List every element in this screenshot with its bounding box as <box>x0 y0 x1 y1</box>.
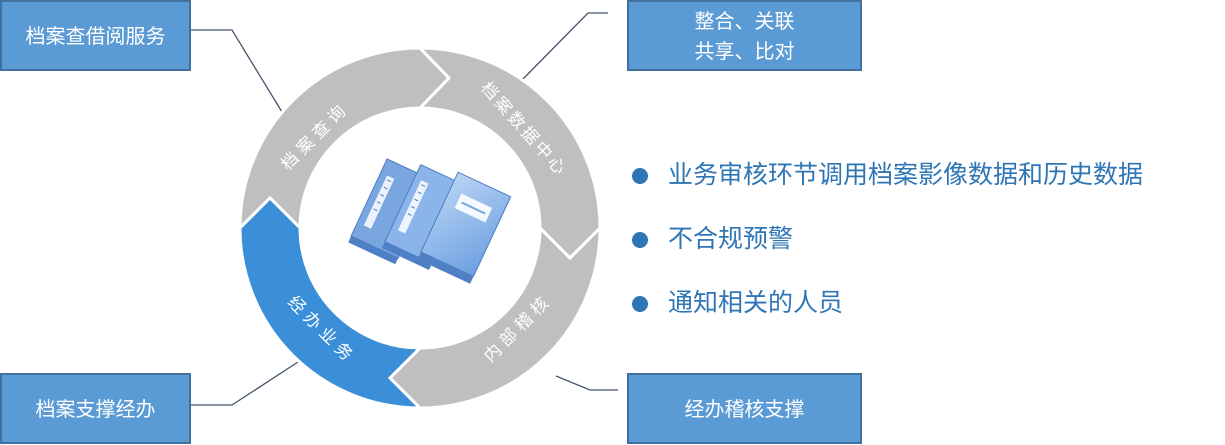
bullet-text: 通知相关的人员 <box>668 288 844 317</box>
bullet-text: 不合规预警 <box>668 224 794 253</box>
connector-line-top-left <box>191 29 283 113</box>
archive-folders-icon <box>348 158 512 284</box>
service-box-archive-lending-label: 档案查借阅服务 <box>25 23 166 48</box>
audit-support-box-label: 经办稽核支撑 <box>684 396 805 421</box>
connector-line-top-right <box>519 12 608 83</box>
bullet-item: 不合规预警 <box>630 219 1143 283</box>
bullet-dot-icon <box>632 168 648 184</box>
integration-box-line-1: 整合、关联 <box>694 8 795 33</box>
bullet-item: 通知相关的人员 <box>630 283 1143 347</box>
connector-line-bottom-left <box>191 361 299 406</box>
bullet-item: 业务审核环节调用档案影像数据和历史数据 <box>630 155 1143 219</box>
bullet-list: 业务审核环节调用档案影像数据和历史数据 不合规预警 通知相关的人员 <box>630 155 1143 347</box>
bullet-dot-icon <box>632 232 648 248</box>
integration-box-line-2: 共享、比对 <box>694 38 795 63</box>
bullet-dot-icon <box>632 296 648 312</box>
audit-support-box: 经办稽核支撑 <box>627 373 862 444</box>
bullet-text: 业务审核环节调用档案影像数据和历史数据 <box>668 160 1144 189</box>
ring-segment-business[interactable] <box>238 195 424 410</box>
archive-support-box-label: 档案支撑经办 <box>35 396 156 421</box>
connector-line-bottom-right <box>555 375 618 391</box>
archive-support-box: 档案支撑经办 <box>0 373 191 444</box>
integration-box: 整合、关联 共享、比对 <box>627 0 862 71</box>
service-box-archive-lending: 档案查借阅服务 <box>0 0 191 71</box>
